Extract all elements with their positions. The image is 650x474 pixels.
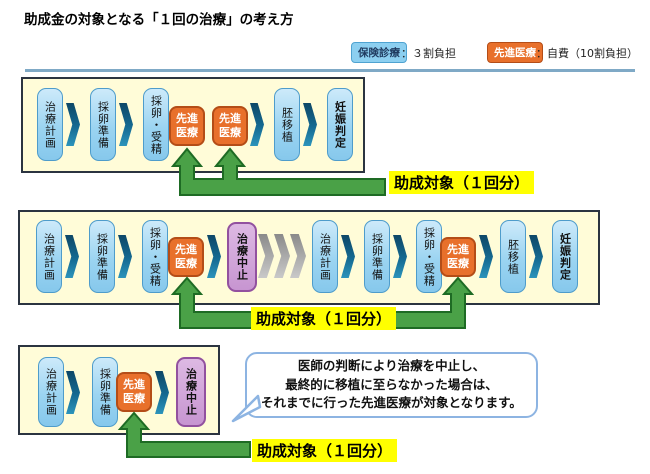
advanced-medical-label: 先進医療: [219, 112, 241, 139]
step-egg-prep: 採卵準備: [364, 220, 390, 293]
step-egg-prep: 採卵準備: [90, 88, 116, 161]
step-advanced-medical: 先進医療: [169, 106, 205, 146]
step-treatment-stop: 治療中止: [176, 357, 206, 427]
speech-bubble: 医師の判断により治療を中止し、 最終的に移植に至らなかった場合は、 それまでに行…: [245, 352, 538, 418]
step-treatment-plan: 治療計画: [38, 357, 64, 427]
flow-arrow-icon: [341, 235, 355, 278]
subsidy-arrow-icon: [170, 147, 386, 196]
divider-line: [25, 69, 635, 72]
flow-arrow-icon: [119, 103, 133, 146]
legend-insurance-badge: 保険診療: [351, 42, 407, 63]
subsidy-label: 助成対象（１回分）: [389, 171, 535, 194]
subsidy-label: 助成対象（１回分）: [252, 439, 398, 462]
step-treatment-plan: 治療計画: [36, 220, 62, 293]
skip-arrow-icon: [274, 234, 290, 278]
step-egg-fertilization: 採卵・受精: [142, 220, 168, 293]
flow-arrow-icon: [155, 371, 169, 414]
step-treatment-plan: 治療計画: [37, 88, 63, 161]
step-embryo-transfer: 胚移植: [500, 220, 526, 293]
flow-arrow-icon: [303, 103, 317, 146]
step-pregnancy-judgement: 妊娠判定: [552, 220, 578, 293]
skip-arrow-icon: [290, 234, 306, 278]
step-egg-prep: 採卵準備: [92, 357, 118, 427]
bubble-line: それまでに行った先進医療が対象となります。: [261, 395, 522, 411]
legend-advanced-desc: ：自費（10割負担）: [536, 47, 638, 60]
step-advanced-medical: 先進医療: [440, 237, 476, 277]
step-egg-fertilization: 採卵・受精: [143, 88, 169, 161]
legend-insurance-desc: ：３割負担: [401, 47, 456, 60]
flow-arrow-icon: [529, 235, 543, 278]
advanced-medical-label: 先進医療: [176, 112, 198, 139]
subsidy-arrow-icon: [117, 411, 251, 458]
flow-arrow-icon: [207, 235, 221, 278]
flow-arrow-icon: [65, 235, 79, 278]
flow-arrow-icon: [118, 235, 132, 278]
advanced-medical-label: 先進医療: [447, 243, 469, 270]
advanced-medical-label: 先進医療: [175, 243, 197, 270]
bubble-line: 最終的に移植に至らなかった場合は、: [285, 376, 498, 392]
advanced-medical-label: 先進医療: [123, 378, 145, 405]
step-embryo-transfer: 胚移植: [274, 88, 300, 161]
step-advanced-medical: 先進医療: [212, 106, 248, 146]
bubble-line: 医師の判断により治療を中止し、: [297, 357, 486, 373]
flow-arrow-icon: [66, 103, 80, 146]
step-treatment-stop: 治療中止: [227, 222, 257, 292]
step-treatment-plan: 治療計画: [312, 220, 338, 293]
flow-arrow-icon: [393, 235, 407, 278]
subsidy-arrow-icon: [170, 276, 474, 329]
step-advanced-medical: 先進医療: [168, 237, 204, 277]
flow-arrow-icon: [479, 235, 493, 278]
step-egg-prep: 採卵準備: [89, 220, 115, 293]
bubble-tail-icon: [231, 394, 262, 423]
skip-arrow-icon: [258, 234, 274, 278]
step-pregnancy-judgement: 妊娠判定: [327, 88, 353, 161]
flow-arrow-icon: [66, 371, 80, 414]
page-title: 助成金の対象となる「１回の治療」の考え方: [24, 12, 294, 28]
step-advanced-medical: 先進医療: [116, 372, 152, 412]
subsidy-label: 助成対象（１回分）: [251, 307, 397, 330]
flow-arrow-icon: [250, 103, 264, 146]
legend-advanced-badge: 先進医療: [487, 42, 543, 63]
